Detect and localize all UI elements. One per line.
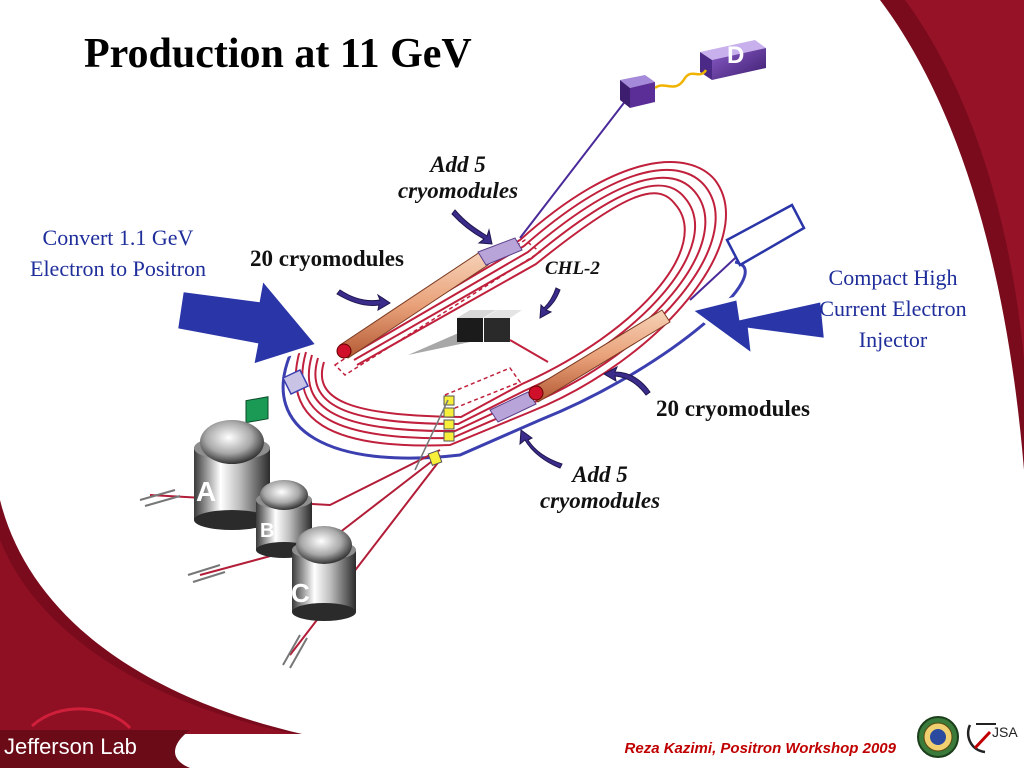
label-injector-line1: Compact High xyxy=(828,265,958,290)
label-injector-line2: Current Electron xyxy=(819,296,967,321)
hall-b-label: B xyxy=(260,520,275,542)
label-convert: Convert 1.1 GeV Electron to Positron xyxy=(4,222,232,284)
injector-box xyxy=(725,203,806,267)
arrow-injector-icon xyxy=(685,295,829,361)
label-injector: Compact High Current Electron Injector xyxy=(790,262,996,355)
corner-swoosh-top-right xyxy=(880,0,1024,470)
racetrack-beamlines xyxy=(294,161,727,447)
injector-cylinder xyxy=(245,369,310,424)
jefferson-lab-logo-icon: Jefferson Lab xyxy=(4,734,137,759)
linac-north xyxy=(336,237,523,359)
pointer-cryo-south-icon xyxy=(602,365,651,396)
hall-d-label: D xyxy=(727,42,745,69)
jsa-logo-text: JSA xyxy=(992,724,1018,740)
linac-south xyxy=(489,309,671,423)
label-cryo-south: 20 cryomodules xyxy=(656,396,810,421)
label-convert-line1: Convert 1.1 GeV xyxy=(42,225,194,250)
hall-c-label: C xyxy=(291,578,310,608)
add5-region-top xyxy=(333,239,542,376)
hall-d xyxy=(620,40,766,108)
label-convert-line2: Electron to Positron xyxy=(30,256,206,281)
hall-beam-stubs xyxy=(139,489,308,669)
label-add5-top-line2: cryomodules xyxy=(397,178,519,203)
pointer-arrows xyxy=(336,209,651,469)
doe-seal-icon xyxy=(917,716,959,758)
label-cryo-north: 20 cryomodules xyxy=(250,246,404,271)
label-add5-bottom: Add 5 cryomodules xyxy=(530,462,670,514)
corner-swoosh-bottom-left xyxy=(0,500,330,740)
hall-a-label: A xyxy=(196,476,217,507)
lab-logo-swirl xyxy=(30,707,132,730)
return-beamline xyxy=(281,260,747,460)
pointer-chl2-icon xyxy=(539,287,561,319)
pointer-add5-top-icon xyxy=(451,209,493,245)
slide-title: Production at 11 GeV xyxy=(84,31,472,77)
label-add5-top: Add 5 cryomodules xyxy=(388,152,528,204)
pointer-add5-bottom-icon xyxy=(519,429,563,469)
label-chl2: CHL-2 xyxy=(545,258,600,279)
chl2-building xyxy=(408,310,549,363)
pointer-cryo-north-icon xyxy=(336,289,391,311)
label-injector-line3: Injector xyxy=(858,327,928,352)
label-add5-top-line1: Add 5 xyxy=(430,152,486,177)
hall-b xyxy=(256,480,312,558)
arrow-convert-icon xyxy=(173,273,322,369)
jsa-logo-icon xyxy=(966,723,996,754)
hall-c xyxy=(292,526,356,621)
label-add5-bottom-line2: cryomodules xyxy=(539,488,661,513)
yellow-magnets xyxy=(427,395,455,466)
lab-logo-bar xyxy=(0,730,190,768)
label-add5-bottom-line1: Add 5 xyxy=(572,462,628,487)
footer-credit: Reza Kazimi, Positron Workshop 2009 xyxy=(624,740,896,757)
